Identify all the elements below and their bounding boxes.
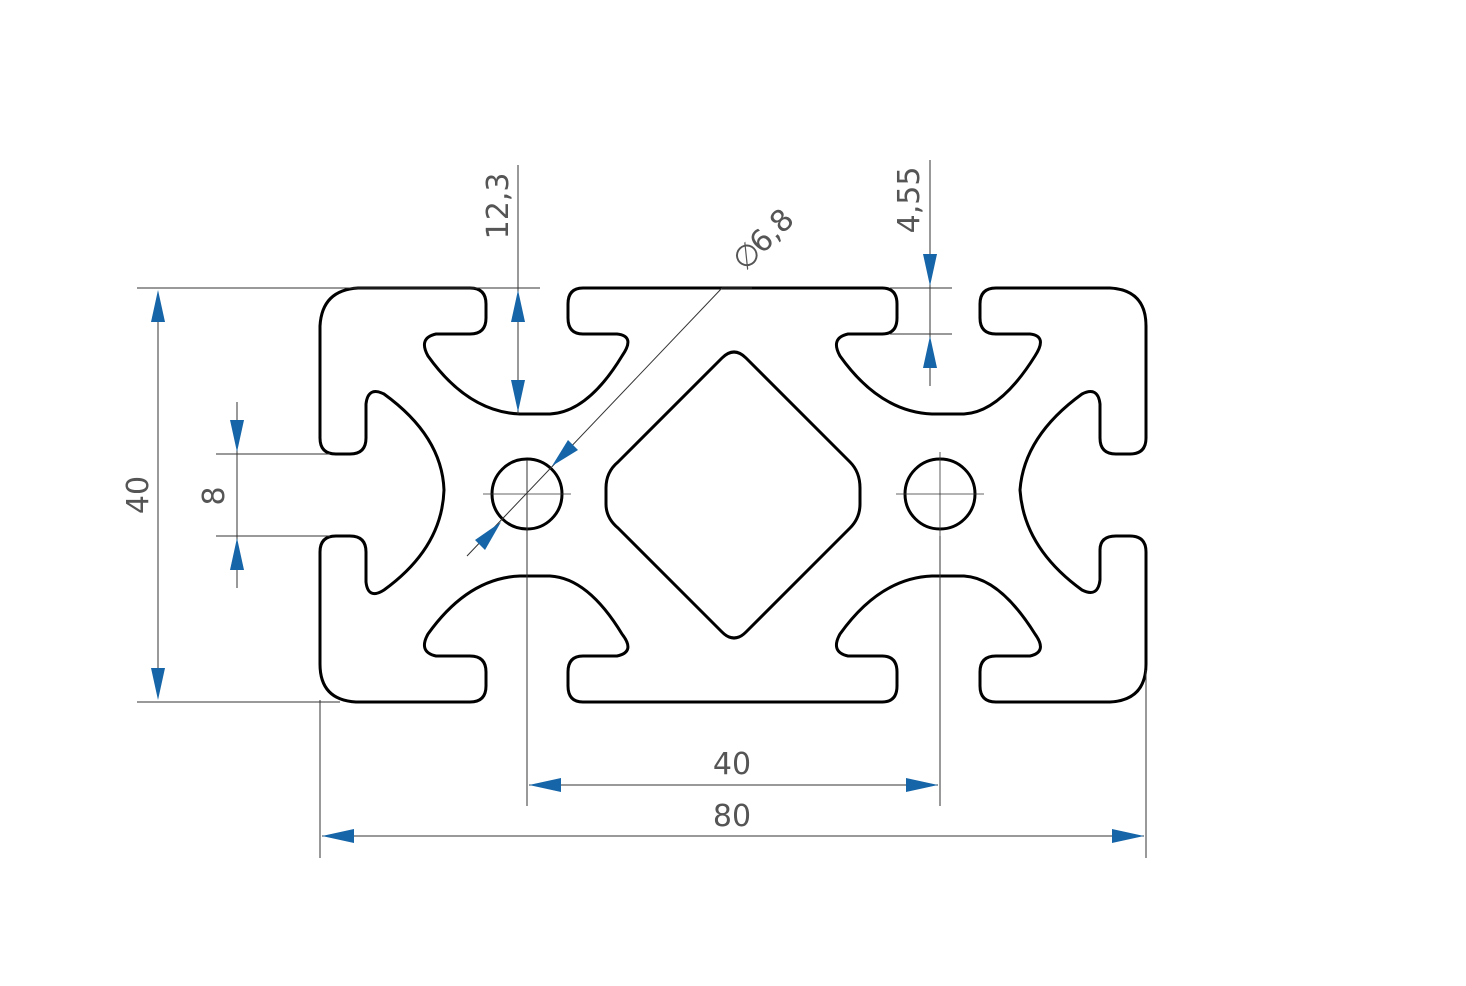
arrow-leader-upper <box>552 440 578 466</box>
profile-top-edge <box>318 286 1148 704</box>
arrow-up <box>151 290 165 322</box>
profile-outline <box>318 286 1148 704</box>
arrow-left <box>322 829 354 843</box>
dim-text-lip-thickness: 4,55 <box>892 167 927 234</box>
dim-text-overall-width: 80 <box>713 799 751 834</box>
arrow-down <box>511 380 525 412</box>
dim-bore-diameter: ∅ 6,8 <box>466 202 801 557</box>
dim-overall-width: 80 <box>319 670 1147 858</box>
center-cavity <box>604 350 862 640</box>
dim-text-bore-pitch: 40 <box>713 747 751 782</box>
arrow-up <box>230 538 244 570</box>
arrow-right <box>906 778 938 792</box>
arrow-left <box>529 778 561 792</box>
dim-text-slot-depth: 12,3 <box>481 173 516 240</box>
center-marks <box>483 452 984 536</box>
dim-text-slot-width: 8 <box>197 486 232 505</box>
arrow-down <box>923 254 937 286</box>
arrow-up <box>923 336 937 368</box>
dim-lip-thickness: 4,55 <box>890 160 952 386</box>
arrow-leader-lower <box>475 522 501 550</box>
arrow-down <box>230 420 244 452</box>
arrow-right <box>1112 829 1144 843</box>
arrow-up <box>511 290 525 322</box>
arrow-down <box>151 668 165 700</box>
dim-height-40: 40 <box>121 287 540 703</box>
dim-slot-depth: 12,3 <box>481 165 525 414</box>
dim-bore-pitch: 40 <box>526 460 941 806</box>
dim-slot-width-8: 8 <box>197 402 330 588</box>
dim-text-overall-height: 40 <box>121 476 156 514</box>
